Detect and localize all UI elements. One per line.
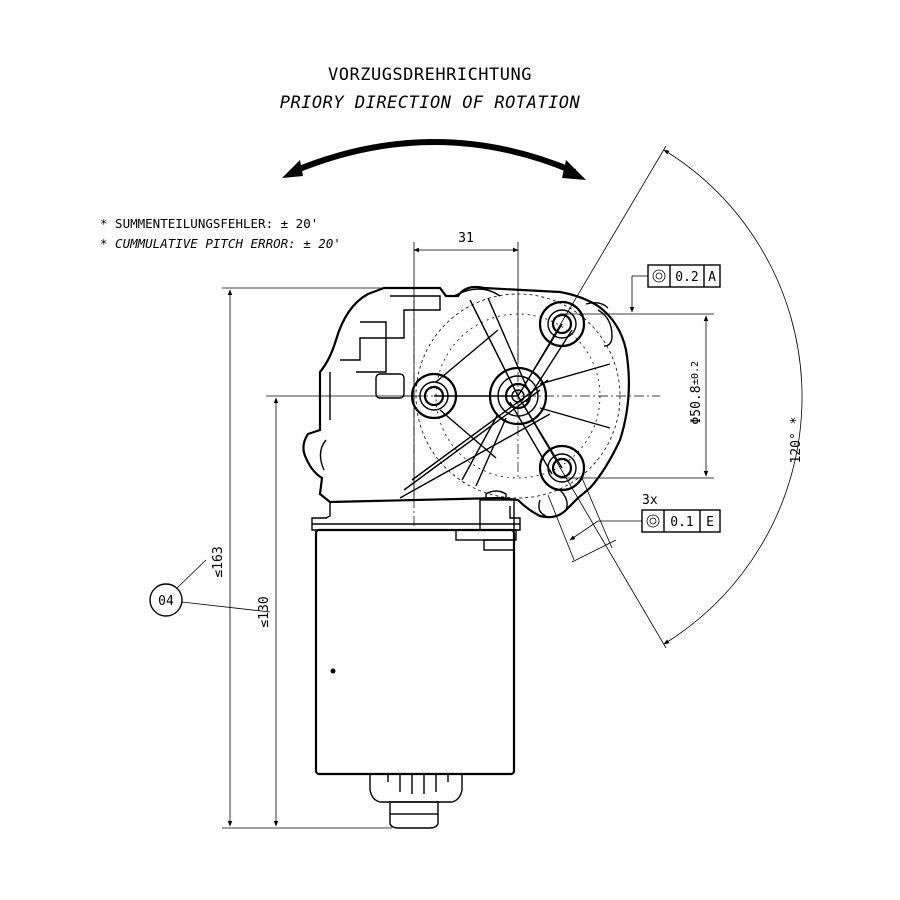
mounting-boss-top bbox=[538, 300, 586, 348]
angle-dimension: 120° * bbox=[517, 145, 804, 649]
rotation-direction-arrow bbox=[282, 139, 586, 180]
tolerance-frame-a: 0.2 A bbox=[629, 264, 721, 313]
dimension-motor-height: ≤130 bbox=[257, 395, 420, 827]
note-english: * CUMMULATIVE PITCH ERROR: ± 20' bbox=[100, 236, 341, 251]
title-german: VORZUGSDREHRICHTUNG bbox=[328, 65, 532, 85]
tolerance-frame-e: 3x 0.1 E bbox=[547, 477, 721, 563]
dimension-diameter: Φ50.8 ±0.2 bbox=[560, 313, 714, 479]
motor-end-cap bbox=[369, 774, 463, 829]
tolerance-e-value: 0.1 bbox=[670, 515, 693, 530]
concentricity-icon bbox=[652, 269, 666, 283]
gearbox-housing bbox=[302, 285, 630, 519]
diameter-tolerance: ±0.2 bbox=[690, 361, 701, 385]
motor-height-value: ≤130 bbox=[257, 596, 272, 627]
centerlines bbox=[400, 300, 660, 530]
housing-ribs bbox=[399, 297, 611, 499]
balloon-label: 04 bbox=[158, 594, 174, 609]
motor-body bbox=[314, 528, 516, 776]
dimension-offset-value: 31 bbox=[458, 231, 474, 246]
diameter-value: Φ50.8 bbox=[689, 385, 704, 424]
count-prefix: 3x bbox=[642, 493, 658, 508]
item-balloon: 04 bbox=[149, 559, 271, 617]
tolerance-e-datum: E bbox=[706, 515, 714, 530]
tolerance-a-value: 0.2 bbox=[675, 270, 698, 285]
concentricity-icon bbox=[646, 514, 660, 528]
note-german: * SUMMENTEILUNGSFEHLER: ± 20' bbox=[100, 216, 318, 231]
mounting-boss-bottom bbox=[538, 444, 586, 492]
title-english: PRIORY DIRECTION OF ROTATION bbox=[280, 93, 581, 113]
angle-value: 120° * bbox=[789, 417, 804, 464]
tolerance-a-datum: A bbox=[708, 270, 716, 285]
overall-height-value: ≤163 bbox=[211, 546, 226, 577]
